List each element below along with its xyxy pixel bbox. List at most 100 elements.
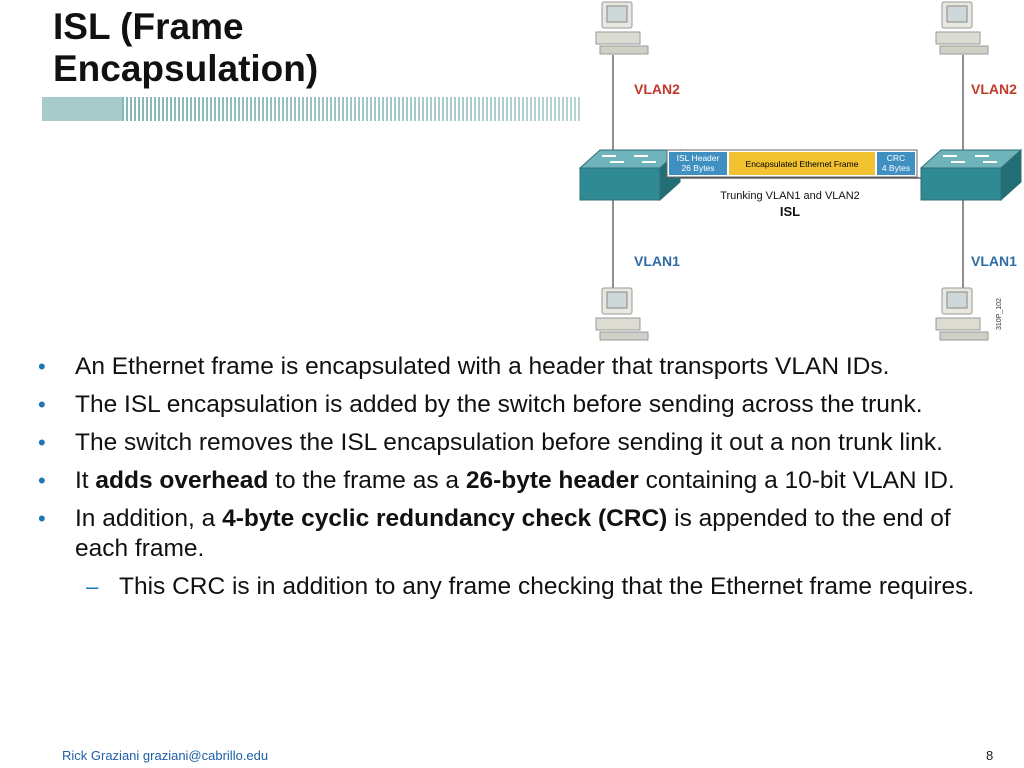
bullet-icon: • (38, 392, 46, 417)
trunk-protocol-label: ISL (780, 204, 800, 219)
rule-stripe (554, 97, 556, 121)
rule-stripe (234, 97, 236, 121)
frame-isl-header (669, 152, 727, 175)
rule-stripe (274, 97, 276, 121)
rule-stripe (526, 97, 528, 121)
rule-stripe (198, 97, 200, 121)
switch-icon (919, 148, 1023, 202)
rule-stripe (342, 97, 344, 121)
dash-icon: – (86, 574, 99, 599)
rule-stripe (426, 97, 428, 121)
rule-stripe (570, 97, 572, 121)
pc-icon (935, 1, 989, 55)
rule-stripe (358, 97, 360, 121)
rule-stripe (162, 97, 164, 121)
rule-stripe (182, 97, 184, 121)
rule-stripes (122, 97, 580, 121)
rule-stripe (466, 97, 468, 121)
rule-stripe (434, 97, 436, 121)
rule-stripe (126, 97, 128, 121)
rule-stripe (230, 97, 232, 121)
rule-stripe (386, 97, 388, 121)
bullet-text-bold: 26-byte header (465, 467, 639, 494)
rule-stripe (530, 97, 532, 121)
rule-stripe (350, 97, 352, 121)
rule-stripe (238, 97, 240, 121)
bullet-icon: • (38, 354, 46, 379)
rule-stripe (190, 97, 192, 121)
rule-stripe (158, 97, 160, 121)
frame-payload-label: Encapsulated Ethernet Frame (746, 159, 859, 169)
rule-stripe (470, 97, 472, 121)
rule-stripe (258, 97, 260, 121)
bullet-item: • The switch removes the ISL encapsulati… (34, 428, 1009, 458)
isl-network-diagram: VLAN2 VLAN2 VLAN1 VLAN1 ISL Header 26 By… (578, 1, 1023, 341)
rule-stripe (170, 97, 172, 121)
title-decorative-rule (42, 95, 580, 123)
bullet-list: • An Ethernet frame is encapsulated with… (34, 352, 1009, 602)
rule-stripe (298, 97, 300, 121)
bullet-text-part: It (75, 467, 96, 494)
bullet-text-part: is appended to the end of each frame. (75, 505, 951, 562)
rule-stripe (510, 97, 512, 121)
rule-stripe (450, 97, 452, 121)
rule-stripe (518, 97, 520, 121)
rule-stripe (250, 97, 252, 121)
rule-stripe (290, 97, 292, 121)
rule-stripe (270, 97, 272, 121)
frame-header-label-2: 26 Bytes (681, 163, 714, 173)
rule-stripe (506, 97, 508, 121)
rule-stripe (166, 97, 168, 121)
rule-stripe (278, 97, 280, 121)
rule-stripe (390, 97, 392, 121)
rule-stripe (566, 97, 568, 121)
vlan-label-top-right: VLAN2 (971, 81, 1017, 97)
rule-stripe (338, 97, 340, 121)
rule-stripe (174, 97, 176, 121)
rule-stripe (478, 97, 480, 121)
bullet-item: • In addition, a 4-byte cyclic redundanc… (34, 504, 1009, 564)
bullet-item: • It adds overhead to the frame as a 26-… (34, 466, 1009, 496)
rule-stripe (382, 97, 384, 121)
rule-stripe (130, 97, 132, 121)
rule-stripe (578, 97, 580, 121)
rule-fade-bar (42, 97, 122, 121)
rule-stripe (326, 97, 328, 121)
bullet-text-part: In addition, a (75, 505, 223, 532)
rule-stripe (294, 97, 296, 121)
footer-author: Rick Graziani graziani@cabrillo.edu (62, 748, 269, 763)
trunk-caption: Trunking VLAN1 and VLAN2 (720, 190, 860, 202)
rule-stripe (486, 97, 488, 121)
rule-stripe (310, 97, 312, 121)
sub-bullet-item: – This CRC is in addition to any frame c… (34, 572, 1009, 602)
rule-stripe (150, 97, 152, 121)
rule-stripe (406, 97, 408, 121)
frame-payload (729, 152, 875, 175)
rule-stripe (482, 97, 484, 121)
bullet-text-bold: 4-byte cyclic redundancy check (CRC) (222, 505, 668, 532)
rule-stripe (430, 97, 432, 121)
figure-code: 310P_102 (996, 298, 1003, 330)
rule-stripe (154, 97, 156, 121)
bullet-text: The switch removes the ISL encapsulation… (75, 429, 943, 456)
rule-stripe (262, 97, 264, 121)
bullet-text: An Ethernet frame is encapsulated with a… (75, 353, 890, 380)
rule-stripe (414, 97, 416, 121)
frame-header-label-1: ISL Header (677, 153, 720, 163)
bullet-icon: • (38, 506, 46, 531)
rule-stripe (122, 97, 124, 121)
rule-stripe (138, 97, 140, 121)
rule-stripe (574, 97, 576, 121)
rule-stripe (542, 97, 544, 121)
rule-stripe (474, 97, 476, 121)
rule-stripe (286, 97, 288, 121)
rule-stripe (134, 97, 136, 121)
rule-stripe (330, 97, 332, 121)
pc-icon (595, 287, 649, 341)
frame-crc-label-2: 4 Bytes (882, 163, 910, 173)
rule-stripe (246, 97, 248, 121)
rule-stripe (522, 97, 524, 121)
rule-stripe (306, 97, 308, 121)
vlan-label-bottom-right: VLAN1 (971, 253, 1017, 269)
rule-stripe (178, 97, 180, 121)
